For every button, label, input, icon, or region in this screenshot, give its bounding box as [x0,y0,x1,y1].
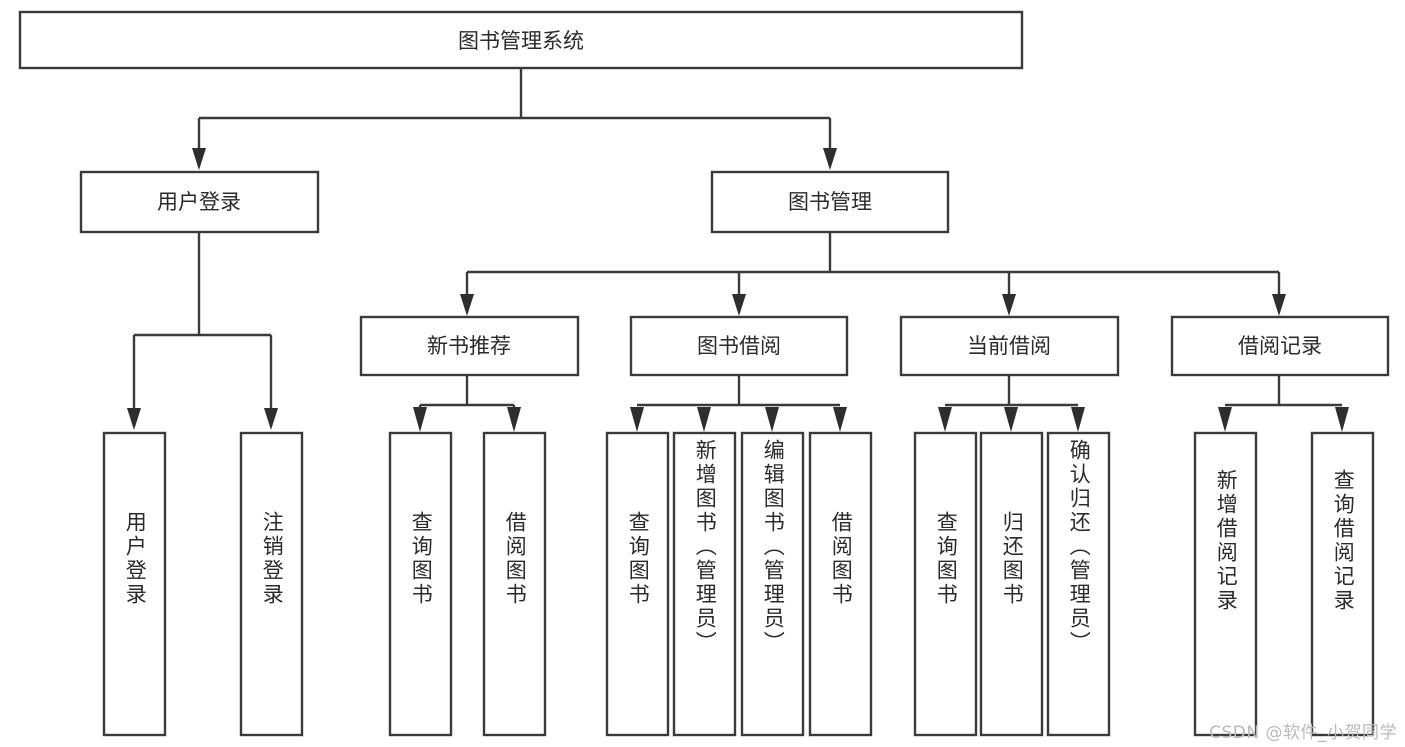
node-book-borrow-box[interactable] [629,315,849,377]
leaf-box-current-borrow-2[interactable] [979,431,1044,737]
leaf-box-layer [102,431,1375,737]
arrow-bookborrow-leaf-4 [833,407,847,432]
node-borrow-records-box[interactable] [1170,315,1390,377]
leaf-box-user-login-1[interactable] [102,431,167,737]
node-book-borrow[interactable]: 图书借阅 [629,315,849,377]
arrow-currentborrow-leaf-3 [1071,407,1085,432]
node-new-book-recommend-label: 新书推荐 [427,334,511,358]
node-book-management-box[interactable] [710,170,950,234]
leaf-box-current-borrow-1[interactable] [913,431,978,737]
arrow-bookborrow-leaf-3 [765,407,779,432]
node-root-box[interactable] [18,10,1024,70]
arrow-bookmgmt-to-records [1272,294,1286,316]
arrow-bookmgmt-to-book-borrow [732,294,746,316]
node-borrow-records-label: 借阅记录 [1238,334,1322,358]
node-new-book-recommend[interactable]: 新书推荐 [359,315,580,377]
arrow-records-leaf-1 [1218,407,1232,432]
arrow-bookborrow-leaf-2 [697,407,711,432]
leaf-box-book-borrow-2[interactable] [672,431,737,737]
arrow-root-to-book-mgmt [823,148,837,170]
node-root-label: 图书管理系统 [458,29,584,53]
arrow-bookmgmt-to-current-borrow [1002,294,1016,316]
arrow-root-to-user-login [192,148,206,170]
node-book-management-label: 图书管理 [788,190,872,214]
arrow-bookmgmt-to-new-book [460,294,474,316]
arrow-currentborrow-leaf-1 [938,407,952,432]
arrow-records-leaf-2 [1335,407,1349,432]
node-new-book-recommend-box[interactable] [359,315,580,377]
leaf-box-book-borrow-4[interactable] [808,431,873,737]
node-book-management[interactable]: 图书管理 [710,170,950,234]
node-root[interactable]: 图书管理系统 [18,10,1024,70]
node-user-login[interactable]: 用户登录 [79,170,320,234]
node-borrow-records[interactable]: 借阅记录 [1170,315,1390,377]
leaf-box-book-borrow-3[interactable] [740,431,805,737]
arrow-userlogin-leaf-1 [127,408,141,430]
arrow-bookborrow-leaf-1 [630,407,644,432]
node-current-borrow-label: 当前借阅 [967,334,1051,358]
leaf-box-book-borrow-1[interactable] [605,431,670,737]
leaf-box-current-borrow-3[interactable] [1046,431,1111,737]
node-current-borrow-box[interactable] [899,315,1120,377]
leaf-box-borrow-records-1[interactable] [1193,431,1258,737]
arrow-newbook-leaf-1 [413,407,427,432]
node-current-borrow[interactable]: 当前借阅 [899,315,1120,377]
leaf-box-borrow-records-2[interactable] [1310,431,1375,737]
node-user-login-box[interactable] [79,170,320,234]
arrow-currentborrow-leaf-2 [1004,407,1018,432]
leaf-box-new-book-1[interactable] [388,431,453,737]
connector-layer [127,68,1349,432]
leaf-box-new-book-2[interactable] [482,431,547,737]
watermark-text: CSDN @软件_小贺同学 [1209,723,1397,743]
leaf-box-user-login-2[interactable] [239,431,304,737]
node-book-borrow-label: 图书借阅 [697,334,781,358]
arrow-newbook-leaf-2 [507,407,521,432]
node-user-login-label: 用户登录 [157,190,241,214]
arrow-userlogin-leaf-2 [264,408,278,430]
